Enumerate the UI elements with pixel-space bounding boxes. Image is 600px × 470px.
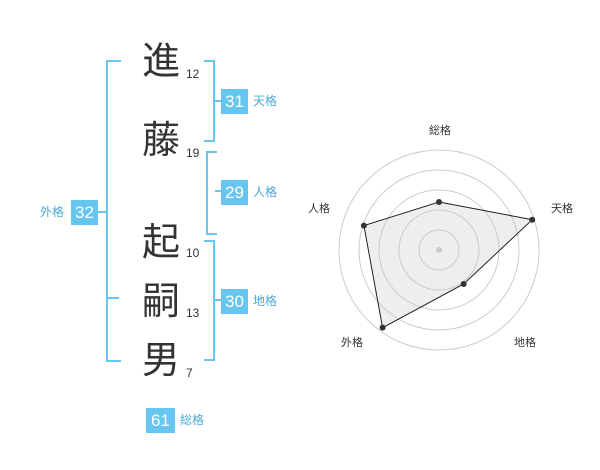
name-char-3: 起	[142, 220, 181, 264]
jinkaku-value: 29	[221, 180, 248, 205]
radar-grid-ring-5	[418, 229, 460, 271]
stroke-count-4: 13	[186, 306, 200, 320]
gaikaku-inner-tick	[106, 297, 119, 299]
radar-grid-ring-1	[338, 149, 540, 351]
radar-axis-label-2: 天格	[551, 201, 573, 215]
chikaku-value: 30	[221, 289, 248, 314]
radar-grid-ring-3	[378, 189, 500, 311]
tenkaku-value: 31	[221, 89, 248, 114]
jinkaku-bracket	[206, 151, 217, 235]
tenkaku-bracket	[204, 60, 215, 142]
soukaku-label: 総格	[180, 413, 205, 427]
radar-point-5	[360, 222, 367, 229]
radar-point-4	[379, 324, 386, 331]
jinkaku-connector	[215, 190, 221, 192]
radar-data-polygon	[363, 201, 534, 329]
gaikaku-bracket	[106, 60, 121, 362]
name-char-4: 嗣	[142, 279, 181, 323]
radar-point-1	[436, 199, 442, 205]
radar-point-2	[529, 216, 536, 223]
gaikaku-value: 32	[71, 200, 98, 225]
radar-axis-label-4: 外格	[341, 335, 363, 349]
radar-axis-label-5: 人格	[308, 201, 330, 215]
jinkaku-label: 人格	[253, 185, 278, 199]
chikaku-label: 地格	[253, 294, 278, 308]
chikaku-bracket	[204, 240, 215, 361]
radar-grid-ring-4	[398, 209, 480, 291]
gaikaku-label: 外格	[40, 205, 65, 219]
gaikaku-connector	[98, 211, 106, 213]
stroke-count-1: 12	[186, 67, 200, 81]
radar-grid-ring-2	[358, 169, 520, 331]
name-char-2: 藤	[142, 118, 181, 162]
tenkaku-label: 天格	[253, 94, 278, 108]
stroke-count-5: 7	[186, 366, 193, 380]
soukaku-value: 61	[146, 408, 175, 433]
tenkaku-connector	[215, 100, 221, 102]
radar-point-3	[460, 280, 467, 287]
radar-axis-label-3: 地格	[514, 335, 536, 349]
stroke-count-2: 19	[186, 146, 200, 160]
name-char-1: 進	[142, 39, 181, 83]
name-char-5: 男	[142, 338, 181, 382]
stroke-count-3: 10	[186, 246, 200, 260]
radar-center-dot	[436, 247, 442, 253]
radar-axis-label-1: 総格	[429, 123, 451, 137]
chikaku-connector	[215, 299, 221, 301]
